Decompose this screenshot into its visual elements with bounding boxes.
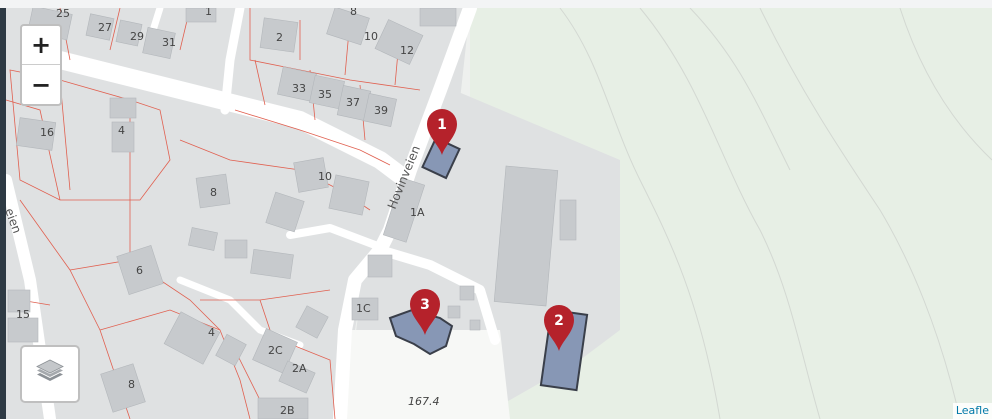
house-number: 10 — [318, 170, 332, 183]
marker-pin-icon — [427, 109, 457, 155]
house-number: 27 — [98, 21, 112, 34]
house-number: 8 — [210, 186, 217, 199]
house-number: 35 — [318, 88, 332, 101]
zoom-in-button[interactable]: + — [22, 26, 60, 65]
roads — [0, 1, 500, 419]
house-number: 4 — [208, 326, 215, 339]
house-number: 29 — [130, 30, 144, 43]
house-number: 16 — [40, 126, 54, 139]
open-field — [340, 330, 510, 419]
house-number: 2A — [292, 362, 307, 375]
map-marker-3[interactable]: 3 — [410, 289, 440, 335]
buildings — [7, 5, 577, 419]
house-number: 1A — [410, 206, 425, 219]
house-number: 8 — [350, 5, 357, 18]
marker-pin-icon — [410, 289, 440, 335]
house-number: 4 — [118, 124, 125, 137]
house-number-labels: 25 27 29 31 1 2 8 10 12 33 35 37 39 16 4… — [16, 5, 425, 417]
house-number: 25 — [56, 7, 70, 20]
house-number: 6 — [136, 264, 143, 277]
zoom-out-button[interactable]: − — [22, 65, 60, 104]
marker-number: 1 — [437, 117, 447, 133]
marker-pin-icon — [544, 305, 574, 351]
map-marker-2[interactable]: 2 — [544, 305, 574, 351]
house-number: 2 — [276, 31, 283, 44]
zoom-control: + − — [20, 24, 62, 106]
house-number: 1C — [356, 302, 371, 315]
marker-number: 3 — [420, 297, 430, 313]
house-number: 10 — [364, 30, 378, 43]
attribution: Leafle — [952, 403, 992, 419]
house-number: 2C — [268, 344, 283, 357]
map-marker-1[interactable]: 1 — [427, 109, 457, 155]
house-number: 39 — [374, 104, 388, 117]
house-number: 15 — [16, 308, 30, 321]
marker-layer: 1 2 3 — [410, 109, 574, 351]
left-panel-edge — [0, 8, 6, 419]
house-number: 1 — [205, 5, 212, 18]
attribution-link[interactable]: Leafle — [955, 404, 989, 417]
house-number: 2B — [280, 404, 295, 417]
layers-icon — [36, 359, 64, 381]
marker-number: 2 — [554, 313, 564, 329]
layers-button[interactable] — [20, 345, 80, 403]
house-number: 8 — [128, 378, 135, 391]
contour-lines — [559, 7, 992, 419]
elevation-label: 167.4 — [408, 395, 440, 408]
house-number: 31 — [162, 36, 176, 49]
house-number: 33 — [292, 82, 306, 95]
house-number: 12 — [400, 44, 414, 57]
top-bar — [0, 0, 992, 8]
house-number: 37 — [346, 96, 360, 109]
